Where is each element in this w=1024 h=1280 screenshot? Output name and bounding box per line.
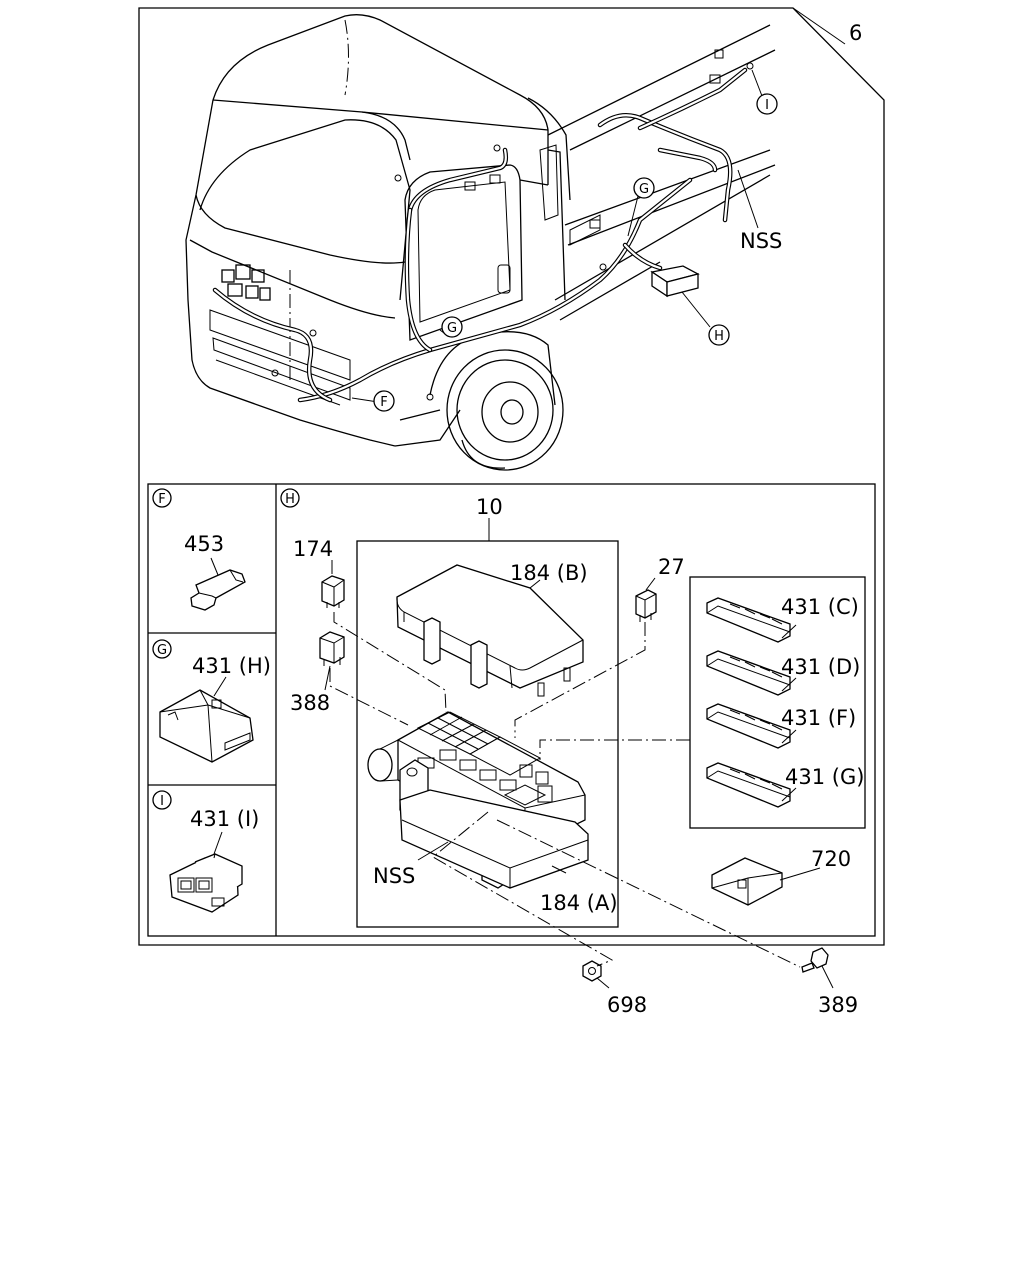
connector-431-i-drawing: [169, 831, 243, 913]
inset-frame: [147, 483, 876, 937]
callout-nss-harness: NSS: [740, 229, 782, 253]
inset-header-h: H: [280, 488, 300, 508]
callout-720: 720: [811, 847, 851, 871]
connector-strips-drawing: [706, 597, 791, 808]
relay-174-drawing: [321, 575, 345, 608]
callout-10: 10: [476, 495, 503, 519]
bracket-720-drawing: [711, 857, 783, 906]
marker-f: F: [373, 390, 395, 412]
marker-h: H: [708, 324, 730, 346]
marker-g-cab: G: [441, 316, 463, 338]
callout-698: 698: [607, 993, 647, 1017]
callout-431-i: 431 (I): [190, 807, 259, 831]
leader-lines: [351, 7, 846, 403]
svg-text:I: I: [160, 794, 164, 809]
marker-g-chassis: G: [633, 177, 655, 199]
marker-i: I: [756, 93, 778, 115]
bolt-389-drawing: [801, 947, 829, 973]
relay-388-drawing: [319, 631, 345, 666]
inset-header-f: F: [152, 488, 172, 508]
svg-text:F: F: [158, 492, 165, 507]
connector-431-h-drawing: [159, 676, 254, 763]
inset-header-g: G: [152, 639, 172, 659]
fuse-box-body-drawing: [367, 711, 589, 889]
svg-text:G: G: [447, 321, 457, 336]
clip-453-drawing: [190, 557, 246, 611]
inset-leaders: [324, 518, 834, 989]
callout-184-b: 184 (B): [510, 561, 588, 585]
inset-header-i: I: [152, 790, 172, 810]
callout-174: 174: [293, 537, 333, 561]
callout-431-d: 431 (D): [781, 655, 860, 679]
callout-389: 389: [818, 993, 858, 1017]
callout-27: 27: [658, 555, 685, 579]
callout-453: 453: [184, 532, 224, 556]
callout-431-g: 431 (G): [785, 765, 864, 789]
connector-group-frame: [689, 576, 866, 829]
svg-text:H: H: [285, 492, 295, 507]
callout-6: 6: [849, 21, 862, 45]
fuse-box-group-frame: [356, 540, 619, 928]
callout-431-c: 431 (C): [781, 595, 859, 619]
callout-431-h: 431 (H): [192, 654, 271, 678]
upper-cover-drawing: [396, 564, 584, 697]
svg-text:F: F: [380, 395, 387, 410]
nut-698-drawing: [582, 960, 602, 982]
truck-illustration: [185, 14, 776, 471]
svg-text:H: H: [714, 329, 724, 344]
callout-388: 388: [290, 691, 330, 715]
callout-431-f: 431 (F): [781, 706, 856, 730]
callout-nss-box: NSS: [373, 864, 415, 888]
svg-text:G: G: [157, 643, 167, 658]
outer-frame: [138, 7, 885, 946]
svg-text:I: I: [765, 98, 769, 113]
svg-text:G: G: [639, 182, 649, 197]
fuse-27-drawing: [635, 589, 657, 622]
callout-184-a: 184 (A): [540, 891, 618, 915]
